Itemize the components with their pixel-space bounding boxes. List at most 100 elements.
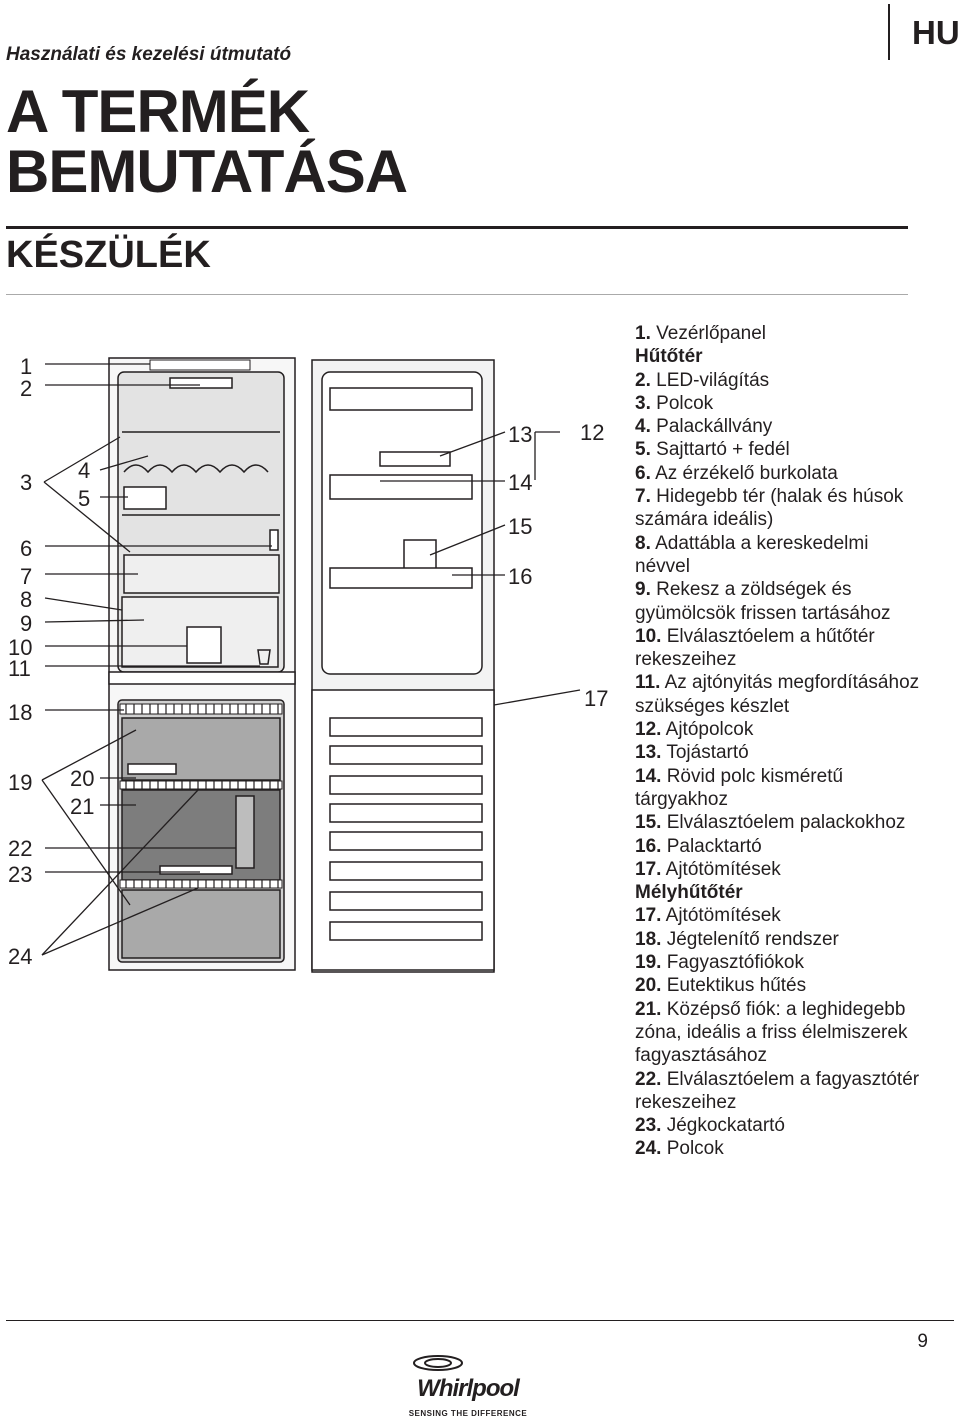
manual-subtitle: Használati és kezelési útmutató (6, 44, 292, 65)
legend-item: 19. Fagyasztófiókok (635, 951, 955, 974)
legend-item: 6. Az érzékelő burkolata (635, 462, 955, 485)
legend-item-text: Adattábla a kereskedelmi (655, 532, 869, 554)
legend-item-text: rekeszeihez (635, 1091, 737, 1113)
legend-item-number: 6. (635, 462, 651, 484)
legend-item: 13. Tojástartó (635, 741, 955, 764)
legend-item-number: 7. (635, 486, 651, 508)
legend-item-text: Polcok (656, 392, 714, 414)
legend-item: 10. Elválasztóelem a hűtőtér (635, 625, 955, 648)
callout-17: 17 (584, 686, 608, 711)
callout-12: 12 (580, 420, 604, 445)
legend-item-number: 23. (635, 1115, 662, 1137)
callout-22: 22 (8, 836, 32, 861)
legend-item: szükséges készlet (635, 695, 955, 718)
legend-item: 17. Ajtótömítések (635, 858, 955, 881)
brand-tagline: SENSING THE DIFFERENCE (408, 1409, 528, 1418)
legend-item-text: Hidegebb tér (halak és húsok (656, 486, 904, 508)
section-rule (6, 294, 908, 295)
legend-item-text: Hűtőtér (635, 346, 703, 368)
legend-item: gyümölcsök frissen tartásához (635, 602, 955, 625)
legend-item: fagyasztásához (635, 1044, 955, 1067)
legend-item: 23. Jégkockatartó (635, 1114, 955, 1137)
legend-item-text: Elválasztóelem a fagyasztótér (666, 1068, 920, 1090)
bottle-rack (123, 464, 269, 474)
legend-item-text: Rekesz a zöldségek és (656, 579, 852, 601)
legend-item-number: 8. (635, 532, 651, 554)
brand-name: Whirlpool (417, 1375, 520, 1402)
legend-item-number: 18. (635, 928, 662, 950)
legend-item-text: Polcok (666, 1138, 724, 1160)
leader-lines (41, 363, 581, 956)
legend-item-number: 4. (635, 416, 651, 438)
legend-item-number: 14. (635, 765, 662, 787)
legend-item-number: 22. (635, 1068, 662, 1090)
callout-3: 3 (20, 470, 32, 495)
legend-item-text: Elválasztóelem palackokhoz (666, 812, 906, 834)
door-small-shelf (329, 474, 473, 500)
legend-item-text: Középső fiók: a leghidegebb (666, 998, 906, 1020)
legend-item: 17. Ajtótömítések (635, 904, 955, 927)
legend-item-number: 1. (635, 323, 651, 344)
callout-19: 19 (8, 770, 32, 795)
title-line-2: BEMUTATÁSA (6, 138, 408, 205)
legend-item: 1. Vezérlőpanel (635, 322, 955, 345)
legend-item-text: gyümölcsök frissen tartásához (635, 602, 891, 624)
callout-5: 5 (78, 486, 90, 511)
legend-item-number: 13. (635, 742, 662, 764)
eutectic-pack (127, 763, 177, 775)
header-divider-vertical (888, 4, 890, 60)
section-heading: KÉSZÜLÉK (6, 234, 211, 276)
legend-item-number: 5. (635, 439, 651, 461)
legend-item: 16. Palacktartó (635, 835, 955, 858)
legend-item: névvel (635, 555, 955, 578)
legend-item: számára ideális) (635, 508, 955, 531)
callout-7: 7 (20, 564, 32, 589)
legend-item-number: 9. (635, 579, 651, 601)
legend-item-text: Jégtelenítő rendszer (666, 928, 839, 950)
callout-18: 18 (8, 700, 32, 725)
legend-item-text: Palackállvány (656, 416, 773, 438)
title-rule (6, 226, 908, 229)
legend-item: zóna, ideális a friss élelmiszerek (635, 1021, 955, 1044)
legend-item-number: 2. (635, 369, 651, 391)
legend-item: 15. Elválasztóelem palackokhoz (635, 811, 955, 834)
page-title: A TERMÉK BEMUTATÁSA (6, 82, 408, 205)
door-shelf-top (329, 387, 473, 411)
legend-item: 22. Elválasztóelem a fagyasztótér (635, 1068, 955, 1091)
page-number: 9 (917, 1331, 928, 1352)
callout-10: 10 (8, 635, 32, 660)
legend-item-text: Palacktartó (666, 835, 762, 857)
reversal-kit (257, 649, 271, 665)
callout-14: 14 (508, 470, 532, 495)
legend-item-text: Sajttartó + fedél (656, 439, 790, 461)
legend-item-text: Jégkockatartó (666, 1115, 785, 1137)
legend-item-text: Tojástartó (666, 742, 749, 764)
legend-item-text: Rövid polc kisméretű (666, 765, 844, 787)
callout-9: 9 (20, 611, 32, 636)
legend-item-number: 24. (635, 1138, 662, 1160)
legend-item-text: zóna, ideális a friss élelmiszerek (635, 1021, 908, 1043)
legend-item-text: tárgyakhoz (635, 788, 728, 810)
legend-item-text: Fagyasztófiókok (666, 952, 804, 974)
legend-item-text: Ajtópolcok (665, 719, 754, 741)
callout-11: 11 (8, 656, 31, 681)
legend-item-number: 15. (635, 812, 662, 834)
legend-item-text: LED-világítás (656, 369, 770, 391)
legend-item-text: számára ideális) (635, 509, 774, 531)
legend-item-number: 3. (635, 392, 651, 414)
callout-6: 6 (20, 536, 32, 561)
legend-item: 5. Sajttartó + fedél (635, 438, 955, 461)
language-code: HU (912, 14, 960, 51)
legend-item-text: Az érzékelő burkolata (655, 462, 838, 484)
footer-rule (6, 1320, 954, 1321)
callout-13: 13 (508, 422, 532, 447)
legend-item: 2. LED-világítás (635, 369, 955, 392)
legend-item-text: Vezérlőpanel (656, 323, 767, 344)
crisper-divider (186, 626, 222, 664)
callout-21: 21 (70, 794, 94, 819)
legend-item-text: Az ajtónyitás megfordításához (664, 672, 920, 694)
legend-heading: Mélyhűtőtér (635, 881, 955, 904)
legend-item: 14. Rövid polc kisméretű (635, 765, 955, 788)
callout-8: 8 (20, 587, 32, 612)
legend-item-number: 16. (635, 835, 662, 857)
